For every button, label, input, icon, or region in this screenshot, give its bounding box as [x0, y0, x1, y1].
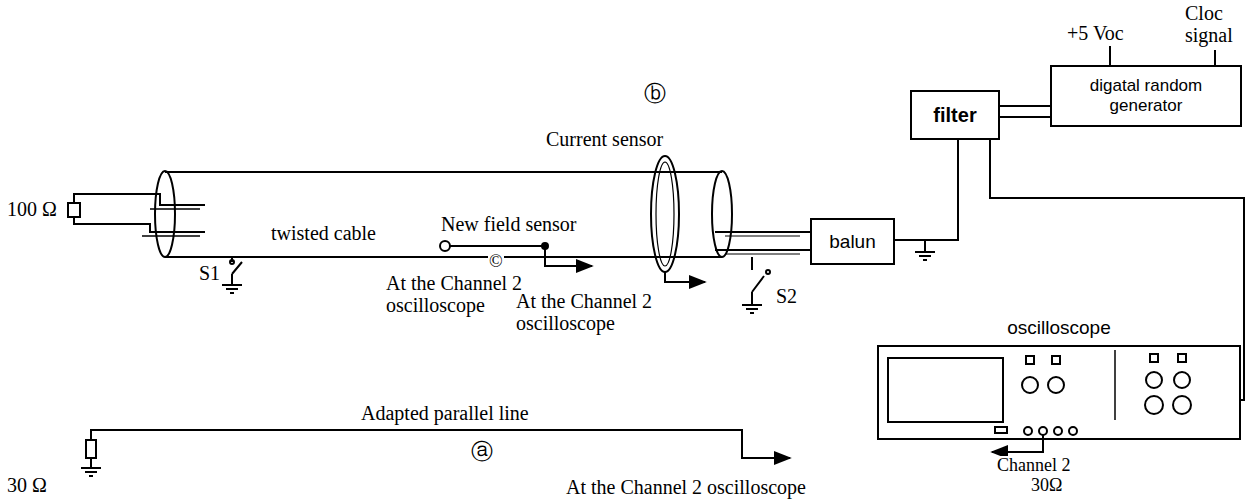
oscilloscope-button [1178, 354, 1186, 362]
oscilloscope-knob [1145, 396, 1163, 414]
wire [1110, 46, 1215, 65]
cable-body [165, 172, 722, 257]
part-name: Current sensor [545, 128, 664, 150]
switch-symbol [222, 257, 242, 293]
resistor-value: 30 Ω [6, 474, 48, 496]
leader-arrow [665, 272, 705, 282]
channel-label: 30Ω [1030, 476, 1063, 496]
oscilloscope-knob [1173, 396, 1191, 414]
cable-end [155, 171, 175, 257]
leader-arrow [450, 246, 592, 266]
box-heading: oscilloscope [879, 317, 1239, 339]
oscilloscope-socket [1024, 427, 1032, 435]
signal-note: At the Channel 2 oscilloscope [565, 476, 807, 498]
switch-contact [766, 270, 770, 274]
callout-letter: ⓐ [470, 440, 494, 464]
wire [142, 209, 200, 236]
connector [990, 140, 1244, 400]
cable-end [712, 171, 732, 257]
oscilloscope-button [1150, 354, 1158, 362]
current-sensor-ring [656, 162, 674, 266]
switch-symbol [742, 257, 764, 313]
box-label: filter [933, 104, 976, 127]
field-sensor-loop [440, 241, 450, 251]
resistor-value: 100 Ω [6, 198, 58, 220]
switch-name: S1 [198, 262, 221, 284]
parallel-line [91, 430, 790, 458]
box-label: digatal random generator [1052, 76, 1240, 115]
oscilloscope-socket [1069, 427, 1077, 435]
oscilloscope-button [1052, 356, 1060, 364]
resistor-symbol [68, 203, 80, 217]
filter-box: filter [910, 90, 1000, 140]
balun-box: balun [810, 218, 895, 265]
oscilloscope-button [1026, 356, 1034, 364]
wire [725, 236, 800, 254]
wire [74, 194, 205, 232]
oscilloscope-box: oscilloscope [877, 345, 1241, 440]
part-name: Adapted parallel line [360, 402, 530, 424]
oscilloscope-socket [1039, 427, 1047, 435]
connector [895, 140, 958, 240]
connector [1000, 105, 1050, 107]
part-name: twisted cable [270, 222, 377, 244]
oscilloscope-screen [888, 358, 1003, 422]
ground-symbol [915, 240, 935, 260]
oscilloscope-knob [1022, 377, 1038, 393]
box-label: balun [829, 231, 876, 253]
generator-box: digatal random generator [1050, 65, 1242, 127]
wire [715, 232, 810, 250]
oscilloscope-button [995, 427, 1007, 433]
leader-arrow [992, 435, 1043, 452]
switch-name: S2 [775, 285, 798, 307]
current-sensor-ring [651, 156, 679, 272]
oscilloscope-knob [1146, 372, 1162, 388]
supply-label: +5 Voc [1066, 22, 1125, 44]
connector-second-line [1000, 116, 1050, 118]
panel-divider [1114, 350, 1116, 420]
junction-dot [542, 243, 548, 249]
oscilloscope-knob [1048, 377, 1064, 393]
callout-letter: ⓑ [643, 82, 667, 106]
callout-letter: © [488, 252, 504, 272]
ground-symbol [81, 458, 101, 476]
oscilloscope-knob [1174, 372, 1190, 388]
resistor-symbol [86, 440, 96, 458]
switch-contact [230, 260, 234, 264]
signal-name: Cloc signal [1184, 2, 1248, 46]
signal-note: At the Channel 2 oscilloscope [515, 290, 659, 334]
oscilloscope-socket [1054, 427, 1062, 435]
part-name: New field sensor [440, 213, 578, 235]
channel-label: Channel 2 [996, 456, 1072, 476]
